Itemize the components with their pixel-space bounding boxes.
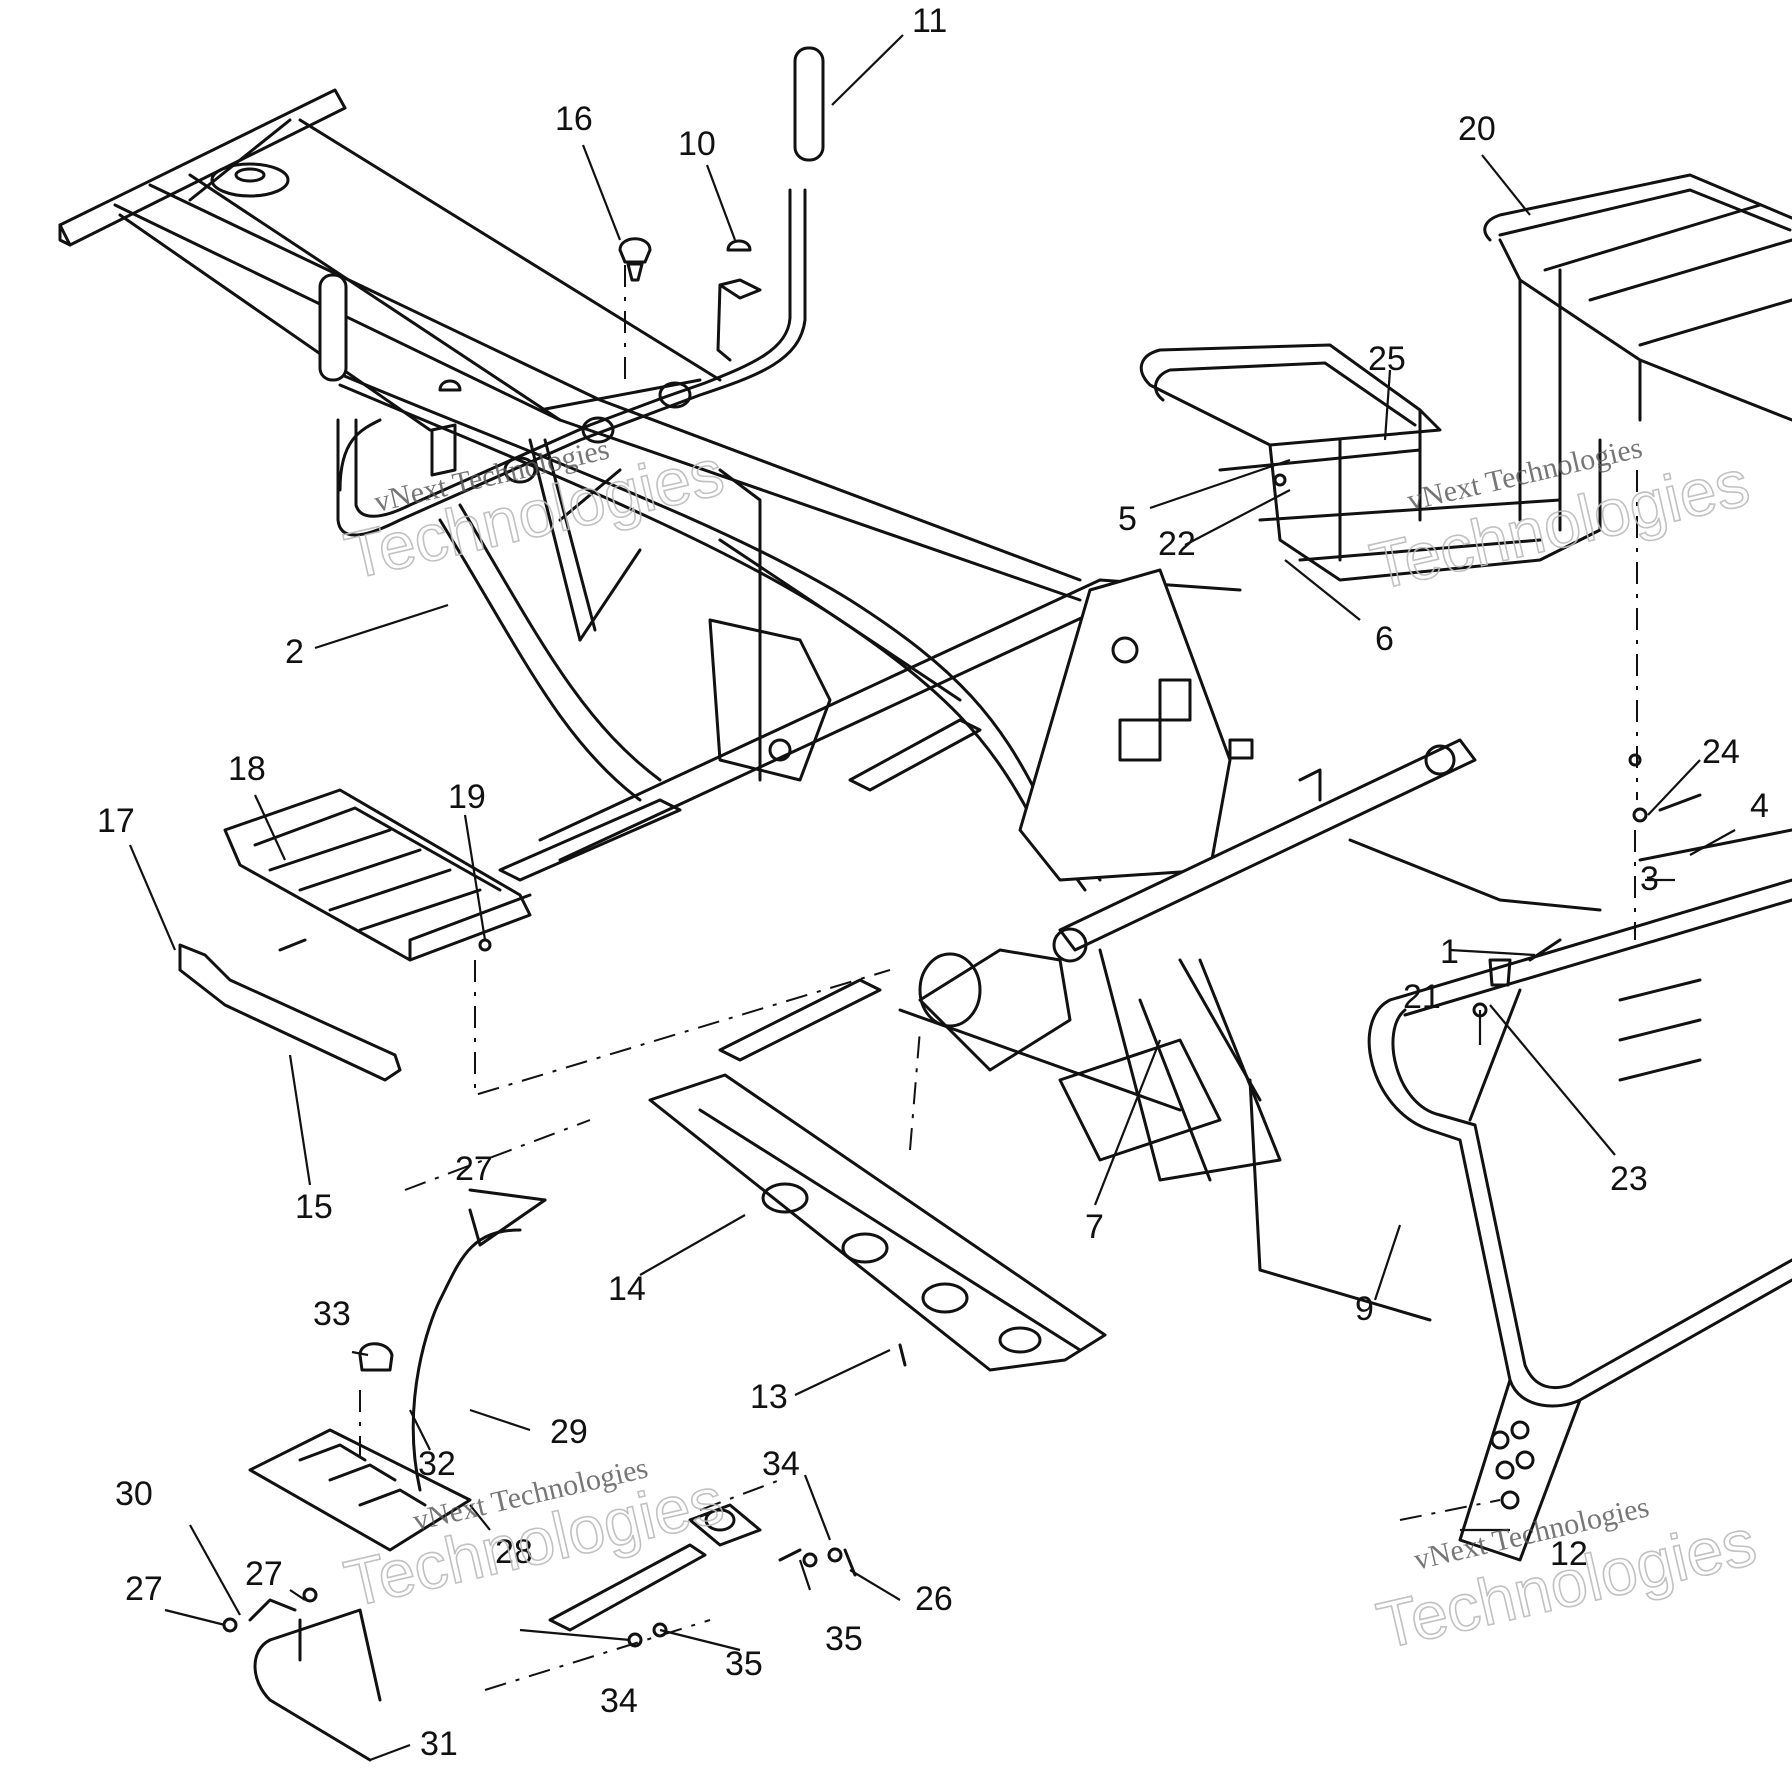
callout-16: 16 — [555, 100, 593, 138]
callout-24: 24 — [1702, 733, 1740, 771]
cargo-basket — [1139, 343, 1602, 582]
alignment-lines — [359, 265, 1638, 1691]
callout-35-right: 35 — [825, 1620, 863, 1658]
callout-34-lower: 34 — [600, 1682, 638, 1720]
callout-28: 28 — [495, 1533, 533, 1571]
callout-35-lower: 35 — [725, 1645, 763, 1683]
left-footrest — [178, 788, 532, 1082]
hardware-fasteners — [1273, 473, 1702, 1018]
callout-26: 26 — [915, 1580, 953, 1618]
callout-23: 23 — [1610, 1160, 1648, 1198]
callout-12: 12 — [1550, 1535, 1588, 1573]
brake-pedal-assembly — [222, 1188, 857, 1762]
main-frame — [58, 88, 1602, 1182]
callout-4: 4 — [1750, 787, 1769, 825]
watermark-bottom-right: Technologies vNext Technologies — [1370, 1490, 1764, 1663]
callout-2: 2 — [285, 633, 304, 671]
callout-22: 22 — [1158, 525, 1196, 563]
callout-19: 19 — [448, 778, 486, 816]
watermark-top-left: Technologies vNext Technologies — [337, 433, 731, 594]
callout-29: 29 — [550, 1413, 588, 1451]
callout-17: 17 — [97, 802, 135, 840]
front-bumper — [1248, 878, 1792, 1562]
callout-7: 7 — [1085, 1208, 1104, 1246]
callout-10: 10 — [678, 125, 716, 163]
callout-14: 14 — [608, 1270, 646, 1308]
callout-27-middle: 27 — [245, 1555, 283, 1593]
callout-11: 11 — [912, 2, 947, 40]
callout-34-upper: 34 — [762, 1445, 800, 1483]
callout-31: 31 — [420, 1725, 458, 1763]
callout-3: 3 — [1640, 860, 1659, 898]
callout-13: 13 — [750, 1378, 788, 1416]
callout-labels: 1 2 3 4 5 6 7 9 10 11 12 13 14 15 16 17 … — [97, 2, 1769, 1763]
callout-32: 32 — [418, 1445, 456, 1483]
callout-25: 25 — [1368, 340, 1406, 378]
callout-27-left: 27 — [125, 1570, 163, 1608]
callout-5: 5 — [1118, 500, 1137, 538]
callout-9: 9 — [1355, 1290, 1374, 1328]
callout-30: 30 — [115, 1475, 153, 1513]
callout-1: 1 — [1440, 933, 1459, 971]
callout-21: 21 — [1403, 978, 1441, 1016]
watermark-top-right: Technologies vNext Technologies — [1363, 431, 1757, 604]
front-rack — [1483, 173, 1792, 862]
callout-6: 6 — [1375, 620, 1394, 658]
leader-lines — [128, 34, 1736, 1762]
callout-27-upper: 27 — [455, 1150, 493, 1188]
rear-grab-bar — [318, 46, 825, 537]
rear-bumper-caps — [430, 237, 762, 477]
callout-20: 20 — [1458, 110, 1496, 148]
skid-plate — [648, 1073, 1107, 1372]
callout-15: 15 — [295, 1188, 333, 1226]
callout-33: 33 — [313, 1295, 351, 1333]
callout-18: 18 — [228, 750, 266, 788]
